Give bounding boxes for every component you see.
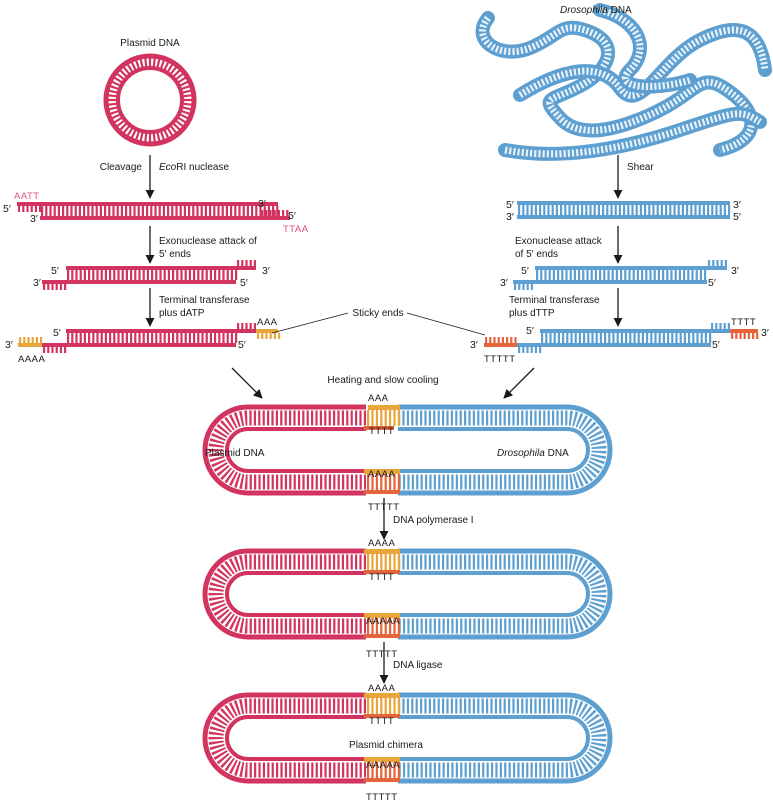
drosophila-tangled-dna — [475, 3, 772, 161]
drosophila-linear-tailed — [484, 323, 759, 353]
drosophila-linear-exo — [513, 260, 727, 290]
annealed-top-t: TTTT — [369, 426, 394, 437]
tt-left-line1: Terminal transferase — [159, 295, 250, 306]
poly-t-tail-right: TTTT — [731, 317, 756, 328]
arrow-merge-right — [503, 367, 535, 399]
end-label: 3′ — [761, 327, 769, 339]
plasmid-linear-tailed — [18, 323, 281, 353]
ligase-label: DNA ligase — [393, 660, 443, 671]
end-label: 5′ — [238, 339, 246, 351]
chimera-top-t: TTTT — [369, 716, 394, 727]
filled-top-a: AAAA — [368, 538, 396, 549]
process-arrows — [145, 155, 623, 684]
annealed-bottom-t: TTTTT — [368, 502, 400, 513]
end-label: 3′ — [5, 339, 13, 351]
end-label: 3′ — [33, 277, 41, 289]
polymerase-label: DNA polymerase I — [393, 515, 474, 526]
exo-left-line2: 5′ ends — [159, 249, 191, 260]
cleavage-label: Cleavage — [100, 162, 143, 173]
poly-a-tail-left: AAAA — [18, 354, 46, 365]
heating-label: Heating and slow cooling — [327, 375, 438, 386]
annealed-plasmid-label: Plasmid DNA — [205, 448, 265, 459]
ecori-label: EcoRI nuclease — [159, 162, 229, 173]
sticky-ends-pointers — [271, 312, 486, 336]
end-label: 5′ — [708, 277, 716, 289]
annealed-top-a: AAA — [368, 393, 389, 404]
drosophila-title: Drosophila DNA — [560, 5, 632, 16]
end-label: 5′ — [526, 325, 534, 337]
filled-bottom-a: AAAAA — [366, 616, 400, 627]
chimera-label: Plasmid chimera — [349, 740, 423, 751]
chimera-bottom-a: AAAAA — [366, 760, 400, 771]
arrow-merge-left — [231, 367, 263, 399]
exo-right-line2: of 5′ ends — [515, 249, 558, 260]
site-bottom-label: TTAA — [283, 224, 309, 235]
annealed-bottom-a: AAAA — [368, 469, 396, 480]
chimera-top-a: AAAA — [368, 683, 396, 694]
end-label: 3′ — [262, 265, 270, 277]
end-label: 5′ — [521, 265, 529, 277]
end-label: 5′ — [3, 203, 11, 215]
annealed-drosophila-label: Drosophila DNA — [497, 448, 569, 459]
end-label: 5′ — [506, 199, 514, 211]
end-label: 3′ — [733, 199, 741, 211]
poly-t-tail-left: TTTTT — [484, 354, 516, 365]
plasmid-title: Plasmid DNA — [120, 38, 180, 49]
end-label: 3′ — [500, 277, 508, 289]
exo-left-line1: Exonuclease attack of — [159, 236, 257, 247]
tt-left-line2: plus dATP — [159, 308, 205, 319]
end-label: 5′ — [712, 339, 720, 351]
tt-right-line2: plus dTTP — [509, 308, 555, 319]
plasmid-linear-exo — [42, 260, 256, 290]
drosophila-linear-sheared — [517, 201, 731, 219]
end-label: 3′ — [731, 265, 739, 277]
chimera-bottom-t: TTTTT — [366, 792, 398, 800]
plasmid-circle — [103, 53, 197, 147]
shear-label: Shear — [627, 162, 654, 173]
end-label: 3′ — [470, 339, 478, 351]
site-top-label: AATT — [14, 191, 40, 202]
end-label: 5′ — [733, 211, 741, 223]
plasmid-linear-cut — [17, 202, 290, 220]
end-label: 3′ — [30, 213, 38, 225]
filled-top-t: TTTT — [369, 572, 394, 583]
exo-right-line1: Exonuclease attack — [515, 236, 603, 247]
tt-right-line1: Terminal transferase — [509, 295, 600, 306]
annealed-molecule — [202, 404, 613, 496]
end-label: 5′ — [240, 277, 248, 289]
filled-bottom-t: TTTTT — [366, 649, 398, 660]
sticky-ends-label: Sticky ends — [352, 308, 403, 319]
end-label: 3′ — [258, 198, 266, 210]
end-label: 5′ — [288, 210, 296, 222]
poly-a-tail-right: AAA — [257, 317, 278, 328]
polymerase-filled-molecule — [202, 548, 613, 640]
plasmid-chimera-molecule — [202, 692, 613, 784]
end-label: 5′ — [51, 265, 59, 277]
end-label: 3′ — [506, 211, 514, 223]
end-label: 5′ — [53, 327, 61, 339]
